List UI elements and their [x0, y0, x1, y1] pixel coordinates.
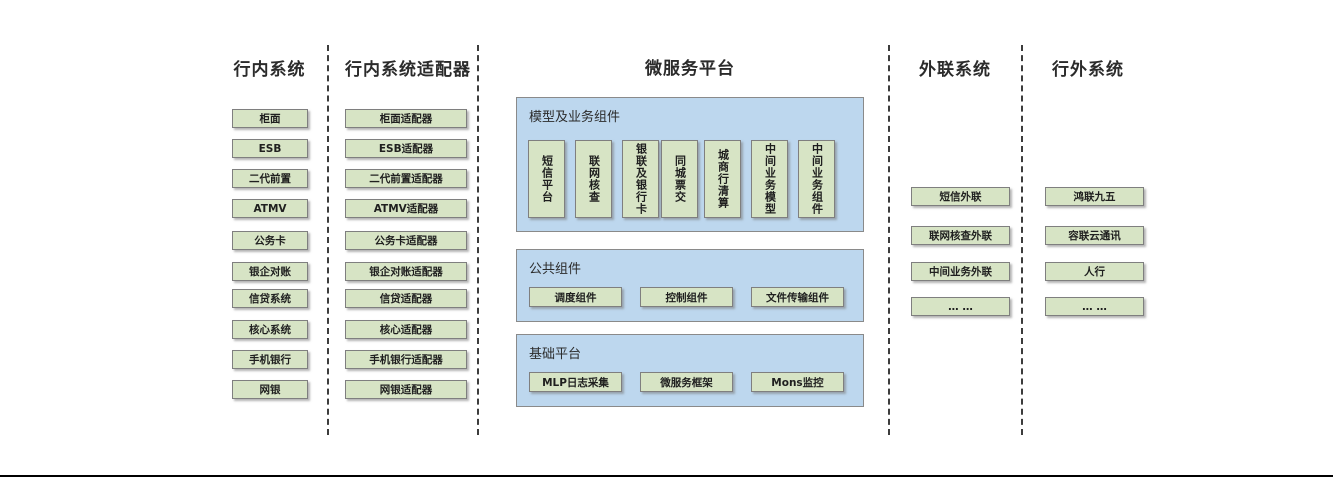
system-box[interactable]: 银企对账: [232, 262, 308, 281]
component-box[interactable]: 控制组件: [640, 287, 733, 307]
column-divider-3: [888, 45, 890, 435]
bottom-divider: [0, 475, 1333, 477]
column-divider-1: [327, 45, 329, 435]
system-box[interactable]: ATMV: [232, 199, 308, 218]
outside-system-box[interactable]: 鸿联九五: [1045, 187, 1144, 206]
outside-system-box[interactable]: 人行: [1045, 262, 1144, 281]
system-box[interactable]: 柜面: [232, 109, 308, 128]
adapter-box[interactable]: 信贷适配器: [345, 289, 467, 308]
external-system-box[interactable]: 联网核查外联: [911, 226, 1010, 245]
column-title-out-of-bank-systems: 行外系统: [1052, 60, 1124, 80]
component-box[interactable]: 中间业务组件: [798, 140, 835, 218]
external-system-box[interactable]: … …: [911, 297, 1010, 316]
column-title-microservice-platform: 微服务平台: [645, 59, 735, 79]
adapter-box[interactable]: 公务卡适配器: [345, 231, 467, 250]
group-title: 基础平台: [529, 347, 582, 362]
adapter-box[interactable]: ESB适配器: [345, 139, 467, 158]
system-box[interactable]: ESB: [232, 139, 308, 158]
system-box[interactable]: 公务卡: [232, 231, 308, 250]
adapter-box[interactable]: 核心适配器: [345, 320, 467, 339]
column-divider-2: [477, 45, 479, 435]
component-box[interactable]: MLP日志采集: [529, 372, 622, 392]
system-box[interactable]: 手机银行: [232, 350, 308, 369]
component-box[interactable]: 城商行清算: [704, 140, 741, 218]
group-title: 公共组件: [529, 262, 582, 277]
component-box[interactable]: 微服务框架: [640, 372, 733, 392]
component-box[interactable]: Mons监控: [751, 372, 844, 392]
adapter-box[interactable]: 网银适配器: [345, 380, 467, 399]
system-box[interactable]: 核心系统: [232, 320, 308, 339]
external-system-box[interactable]: 短信外联: [911, 187, 1010, 206]
component-box[interactable]: 联网核查: [575, 140, 612, 218]
system-box[interactable]: 网银: [232, 380, 308, 399]
system-box[interactable]: 信贷系统: [232, 289, 308, 308]
component-box[interactable]: 中间业务模型: [751, 140, 788, 218]
external-system-box[interactable]: 中间业务外联: [911, 262, 1010, 281]
adapter-box[interactable]: 柜面适配器: [345, 109, 467, 128]
group-panel-public-components: 公共组件: [516, 249, 864, 322]
component-box[interactable]: 同城票交: [661, 140, 698, 218]
column-title-external-link-systems: 外联系统: [919, 60, 991, 80]
group-panel-base-platform: 基础平台: [516, 334, 864, 407]
column-divider-4: [1021, 45, 1023, 435]
component-box[interactable]: 短信平台: [528, 140, 565, 218]
component-box[interactable]: 调度组件: [529, 287, 622, 307]
outside-system-box[interactable]: 容联云通讯: [1045, 226, 1144, 245]
component-box[interactable]: 文件传输组件: [751, 287, 844, 307]
system-box[interactable]: 二代前置: [232, 169, 308, 188]
adapter-box[interactable]: 手机银行适配器: [345, 350, 467, 369]
component-box[interactable]: 银联及银行卡: [622, 140, 659, 218]
outside-system-box[interactable]: … …: [1045, 297, 1144, 316]
column-title-in-bank-systems: 行内系统: [233, 60, 306, 80]
group-title: 模型及业务组件: [529, 110, 621, 125]
adapter-box[interactable]: ATMV适配器: [345, 199, 467, 218]
adapter-box[interactable]: 银企对账适配器: [345, 262, 467, 281]
column-title-in-bank-adapters: 行内系统适配器: [345, 60, 471, 80]
adapter-box[interactable]: 二代前置适配器: [345, 169, 467, 188]
